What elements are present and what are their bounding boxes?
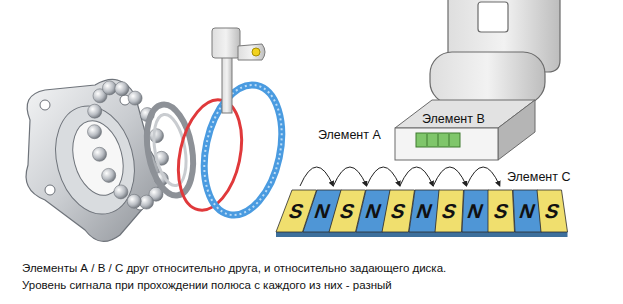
pole-cell: N — [513, 190, 542, 232]
hall-chip — [416, 133, 460, 147]
probe-side — [498, 100, 535, 160]
field-line — [433, 167, 466, 186]
chip-line — [438, 134, 439, 146]
lug-hole — [478, 2, 508, 32]
hub-bore — [65, 115, 131, 201]
pole-cell: N — [409, 190, 440, 232]
inner-race — [140, 101, 199, 199]
bolt-hole — [45, 185, 55, 195]
sensor-body — [395, 0, 560, 160]
pole-cell: N — [462, 190, 489, 232]
sensor-head — [212, 28, 240, 58]
pole-cell: S — [537, 190, 568, 232]
element-label: Элемент В — [420, 112, 487, 126]
pole-cell: S — [488, 190, 515, 232]
ball — [140, 195, 154, 209]
field-line — [333, 167, 366, 186]
ball — [93, 147, 107, 161]
probe-face — [395, 128, 498, 160]
ball — [88, 125, 102, 139]
pole-cell: S — [435, 190, 464, 232]
element-label: Элемент С — [507, 170, 571, 184]
field-line — [300, 167, 333, 186]
speed-sensor — [212, 28, 265, 113]
ball — [103, 81, 117, 95]
inner-race-lip — [149, 112, 191, 188]
chip-line — [449, 134, 450, 146]
encoder-ring-marks — [193, 78, 293, 223]
strip-edge — [276, 232, 568, 237]
field-line — [367, 167, 400, 186]
ball — [127, 194, 141, 208]
encoder-ring — [193, 78, 293, 223]
sensor-stem — [222, 55, 232, 113]
flange-body — [26, 79, 160, 241]
ball — [128, 91, 142, 105]
note-text: Уровень сигнала при прохождении полюса с… — [22, 279, 392, 291]
ball — [114, 185, 128, 199]
chip-line — [427, 134, 428, 146]
sensor-cylinder — [430, 52, 545, 104]
ball — [102, 168, 116, 182]
sensor-tab — [238, 44, 265, 60]
note-text: Элементы А / В / С друг относительно дру… — [22, 262, 446, 274]
ball — [88, 104, 102, 118]
field-line — [467, 167, 500, 186]
field-lines — [300, 167, 500, 186]
hub-barrel — [44, 97, 146, 223]
hub-flange — [26, 79, 160, 241]
ball — [115, 82, 129, 96]
bearing-balls — [88, 81, 169, 209]
element-label: Элемент А — [318, 128, 381, 142]
field-line — [400, 167, 433, 186]
sensor-bolt — [252, 48, 260, 56]
ball — [150, 129, 164, 143]
bolt-hole — [40, 100, 50, 110]
